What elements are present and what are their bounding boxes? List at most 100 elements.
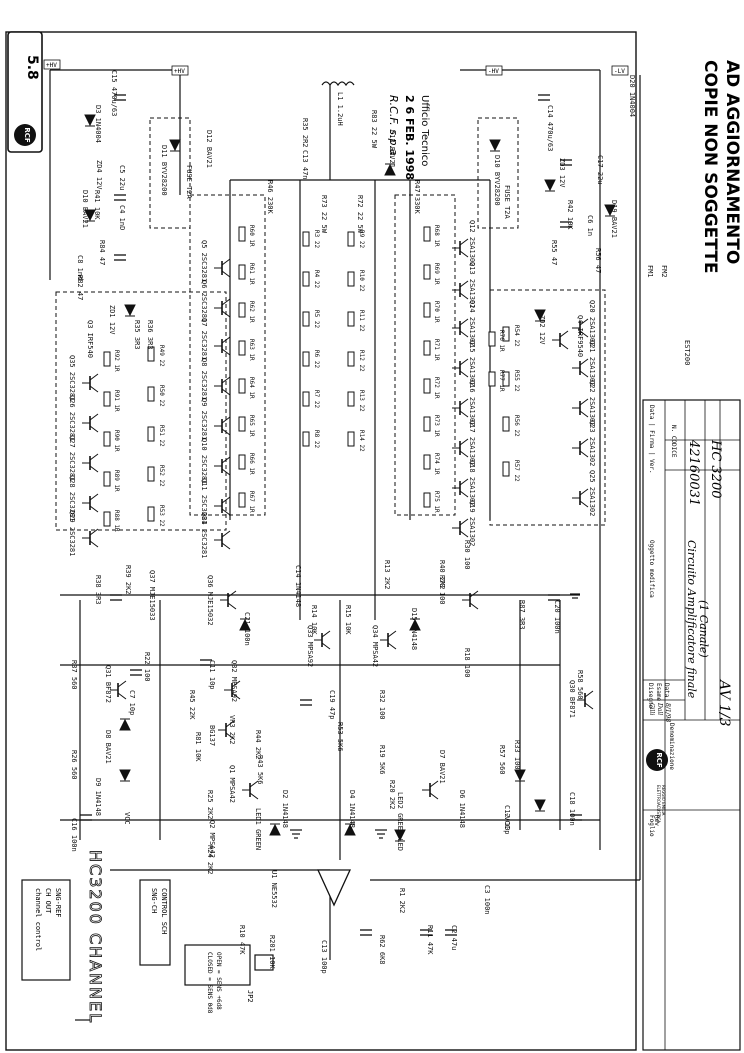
component-label: U1 NE5532	[270, 870, 278, 908]
svg-text:2 6 FEB. 1998: 2 6 FEB. 1998	[403, 95, 416, 180]
svg-text:Oggetto modifica: Oggetto modifica	[648, 540, 655, 598]
component-label: C21 100n	[243, 612, 251, 646]
component-label: R3 22	[313, 230, 320, 248]
component-label: R52 22	[158, 465, 165, 487]
resistor	[103, 351, 111, 367]
component-label: R54 22	[513, 325, 520, 347]
resistor	[238, 340, 246, 356]
transistor	[462, 590, 479, 610]
component-label: R67 1R	[248, 491, 255, 513]
svg-text:channel control: channel control	[34, 888, 42, 951]
component-label: R9 22	[358, 230, 365, 248]
rcf-logo-small	[14, 124, 36, 146]
diode-symbols	[84, 114, 616, 842]
component-label: D7 BAV21	[438, 750, 446, 784]
component-label: R58 560	[576, 670, 584, 700]
transistor	[572, 488, 589, 508]
rcf-logo-seal	[646, 749, 668, 771]
svg-text:ELETTROACUSTICA: ELETTROACUSTICA	[656, 785, 661, 823]
svg-text:CONTROL SCH: CONTROL SCH	[160, 888, 168, 934]
title-block-handwriting: Circuito Amplificatore finale (1 Canale)…	[685, 439, 732, 727]
svg-text:8/1/98: 8/1/98	[664, 703, 671, 722]
transistor	[572, 438, 589, 458]
component-label: R50 22	[158, 385, 165, 407]
transistor	[224, 680, 241, 700]
component-label: R1 2K2	[398, 888, 406, 913]
component-label: R55 22	[513, 370, 520, 392]
component-label: EST200	[683, 340, 691, 365]
component-label: R14 22	[358, 430, 365, 452]
component-label: R20 2K2	[388, 780, 396, 810]
component-label: Q32 MPSA92	[230, 660, 238, 702]
component-label: R89 1R	[113, 470, 120, 492]
component-label: R30 100	[463, 540, 471, 570]
svg-text:Disegno: Disegno	[647, 683, 654, 709]
component-label: ZD4 12V	[95, 160, 103, 190]
component-label: R92 1R	[113, 350, 120, 372]
component-label: Q6 2SC3281	[200, 280, 208, 322]
resistor	[238, 454, 246, 470]
resistor	[347, 271, 355, 287]
component-label: Q17 2SA1302	[468, 420, 476, 466]
resistor	[423, 416, 431, 432]
rcf-logo-small-text: RCF	[23, 127, 31, 143]
svg-text:-LV: -LV	[614, 68, 625, 75]
component-label: LED1 GREEN	[254, 808, 262, 850]
component-label: D11 BYV28200	[160, 145, 168, 196]
resistor	[302, 351, 310, 367]
component-label: Q24 2SC3281	[200, 512, 208, 558]
svg-text:Dall: Dall	[656, 702, 663, 715]
resistor	[238, 492, 246, 508]
component-label: LED2 GREEN LED	[396, 792, 404, 851]
resistor	[488, 331, 496, 347]
svg-text:CLOSED = SENS 0d8: CLOSED = SENS 0d8	[206, 952, 213, 1014]
component-label: D10 BAV21	[81, 190, 89, 228]
component-label: Q1 MPSA42	[228, 765, 236, 803]
supply-rails	[49, 69, 641, 960]
component-label: Q36 MJE15032	[206, 575, 214, 626]
svg-text:Ufficio Tecnico: Ufficio Tecnico	[419, 95, 430, 166]
component-label: C20 100n	[553, 600, 561, 634]
component-label: D13 BAV21	[388, 130, 396, 168]
resistor	[502, 371, 510, 387]
transistor	[572, 358, 589, 378]
transistor	[220, 590, 237, 610]
svg-text:AV 1/3: AV 1/3	[716, 678, 732, 727]
component-label: L1 1.2uH	[336, 92, 344, 126]
component-label: Q35 2SC3281	[68, 355, 76, 401]
component-label: R82 47	[76, 275, 84, 300]
transistor	[452, 358, 469, 378]
component-label: R49 22	[158, 345, 165, 367]
component-label: R68 1R	[433, 225, 440, 247]
component-label: R15 10K	[344, 605, 352, 635]
sheet-number-badge: 5.8 RCF	[7, 31, 43, 153]
rcf-logo-seal-text: RCF	[655, 752, 663, 768]
component-label: C2 47u	[450, 925, 458, 950]
resistor	[423, 378, 431, 394]
component-label: ZD3 12V	[558, 158, 566, 188]
rail-tag: +HV	[171, 65, 189, 76]
component-label: Q30 BF871	[568, 680, 576, 718]
component-label: R32 100	[378, 690, 386, 720]
resistor	[502, 416, 510, 432]
component-label: R35 3R3	[133, 320, 141, 350]
transistor	[214, 376, 231, 396]
transistor	[422, 780, 439, 800]
transistor	[214, 456, 231, 476]
copy-notice: COPIE NON SOGGETTE AD AGGIORNAMENTO	[700, 60, 742, 273]
resistor	[302, 311, 310, 327]
resistor	[302, 431, 310, 447]
component-label: R56 47	[594, 248, 602, 273]
component-label: R77 1R	[498, 370, 505, 392]
title-block: RCF REGGIO EMILIA ELETTROACUSTICA Foglio…	[642, 399, 741, 1051]
resistor	[238, 264, 246, 280]
transistor	[214, 298, 231, 318]
resistor	[147, 426, 155, 442]
transistor	[218, 720, 235, 740]
transistor	[82, 373, 99, 393]
transistor	[452, 438, 469, 458]
component-label: R13 22	[358, 390, 365, 412]
component-label: R91 1R	[113, 390, 120, 412]
resistor	[302, 391, 310, 407]
